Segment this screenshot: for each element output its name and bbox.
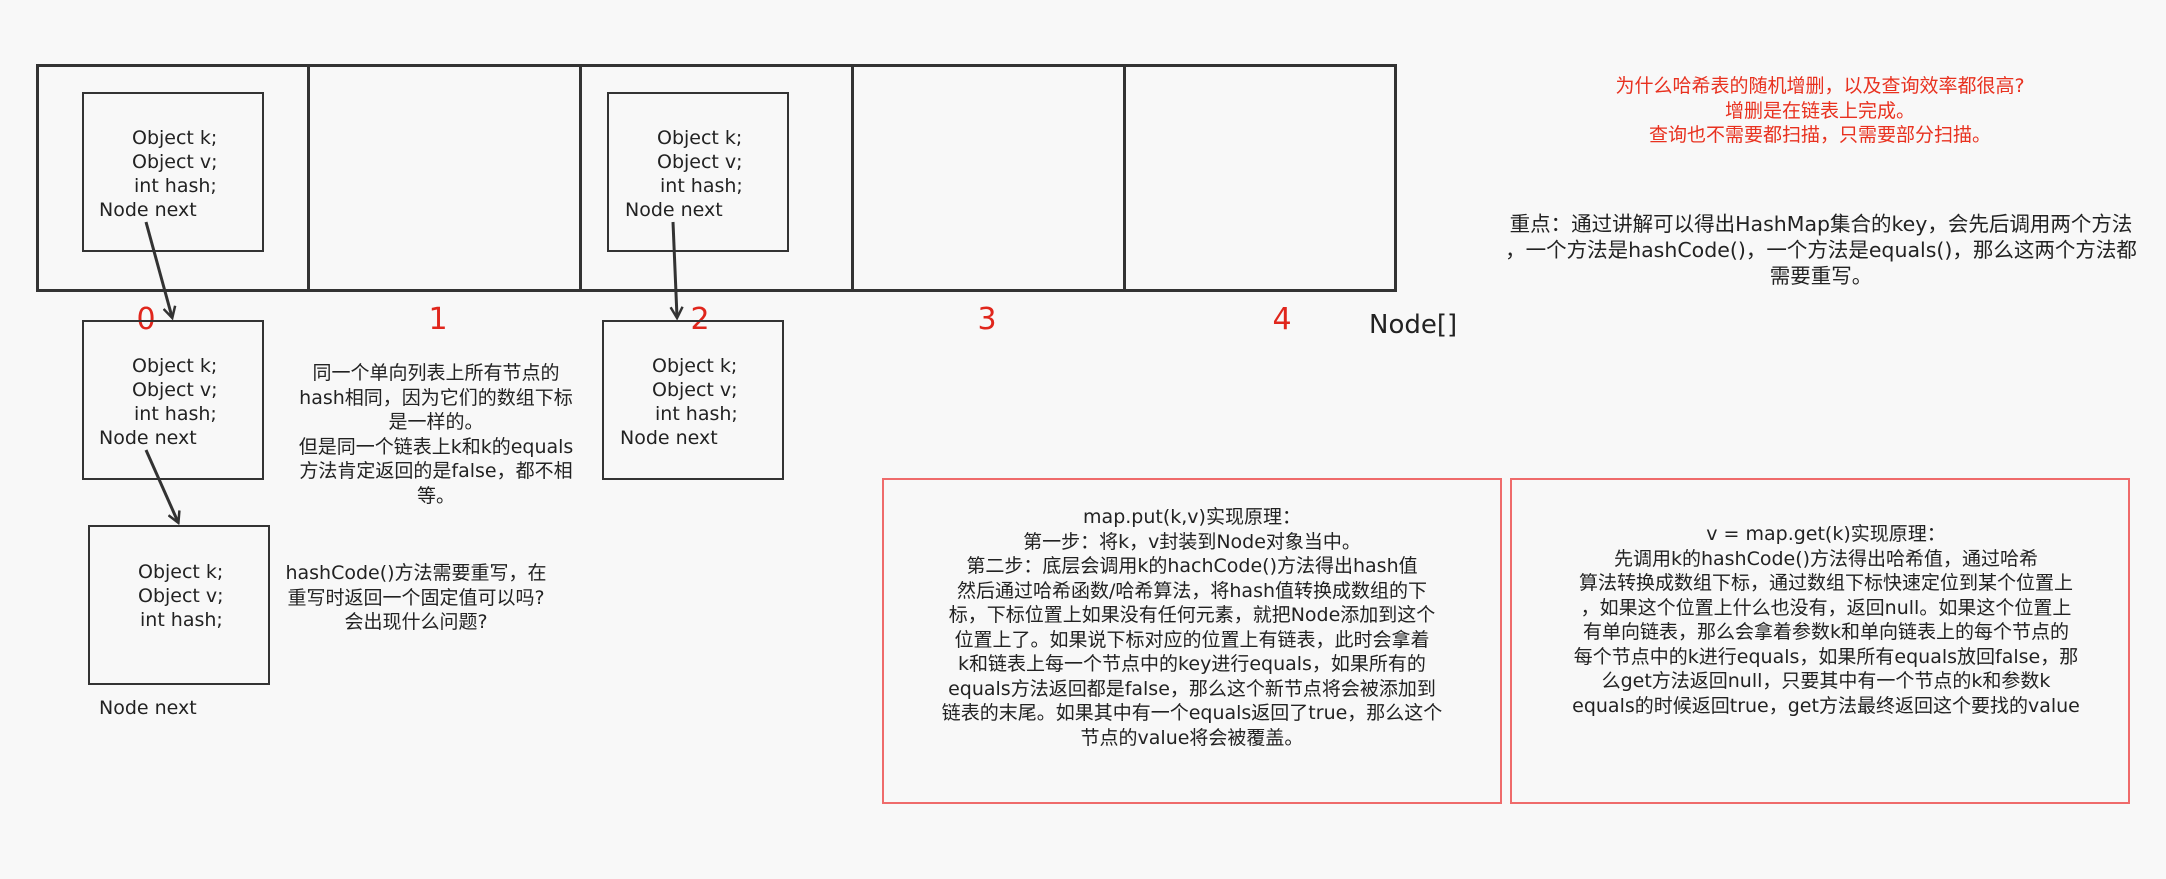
list-node-2 [88, 525, 270, 685]
node-field-v: Object v; [132, 379, 218, 401]
list-node-1 [82, 320, 264, 480]
node-field-next: Node next [99, 199, 197, 221]
node-field-k: Object k; [657, 127, 743, 149]
node-field-hash: int hash; [134, 403, 217, 425]
same-hash-note: 同一个单向列表上所有节点的 hash相同，因为它们的数组下标 是一样的。 但是同… [298, 362, 574, 507]
node-field-hash: int hash; [655, 403, 738, 425]
index-label-1: 1 [428, 302, 448, 337]
node-field-k: Object k; [132, 127, 218, 149]
node-box-bucket-2 [607, 92, 789, 252]
put-principle-text: map.put(k,v)实现原理： 第一步：将k，v封装到Node对象当中。 第… [941, 506, 1443, 749]
node-field-next: Node next [99, 697, 197, 719]
arrow-node1-to-node2 [144, 449, 178, 522]
node-field-hash: int hash; [660, 175, 743, 197]
arrow-bucket2-to-node [673, 221, 677, 317]
index-label-3: 3 [977, 302, 997, 337]
node-field-v: Object v; [657, 151, 743, 173]
node-box-bucket-0 [82, 92, 264, 252]
node-field-next: Node next [620, 427, 718, 449]
node-field-next: Node next [625, 199, 723, 221]
get-principle-box [1510, 478, 2130, 804]
array-bucket-4 [1123, 64, 1397, 292]
node-field-k: Object k; [132, 355, 218, 377]
question-note: 为什么哈希表的随机增删，以及查询效率都很高? 增删是在链表上完成。 查询也不需要… [1615, 75, 2025, 146]
index-label-0: 0 [136, 302, 156, 337]
get-principle-text: v = map.get(k)实现原理： 先调用k的hashCode()方法得出哈… [1572, 523, 2080, 717]
node-field-next: Node next [99, 427, 197, 449]
array-label: Node[] [1369, 310, 1458, 340]
node-field-hash: int hash; [134, 175, 217, 197]
index-label-2: 2 [690, 302, 710, 337]
key-point-note: 重点：通过讲解可以得出HashMap集合的key，会先后调用两个方法 ，一个方法… [1505, 212, 2137, 288]
arrow-bucket0-to-node1 [144, 221, 172, 317]
node-field-k: Object k; [138, 561, 224, 583]
list-node-bucket-2 [602, 320, 784, 480]
node-field-v: Object v; [132, 151, 218, 173]
hashcode-note: hashCode()方法需要重写，在 重写时返回一个固定值可以吗? 会出现什么问… [285, 562, 547, 633]
index-label-4: 4 [1272, 302, 1292, 337]
put-principle-box [882, 478, 1502, 804]
node-field-v: Object v; [138, 585, 224, 607]
node-field-hash: int hash; [140, 609, 223, 631]
node-field-k: Object k; [652, 355, 738, 377]
node-field-v: Object v; [652, 379, 738, 401]
